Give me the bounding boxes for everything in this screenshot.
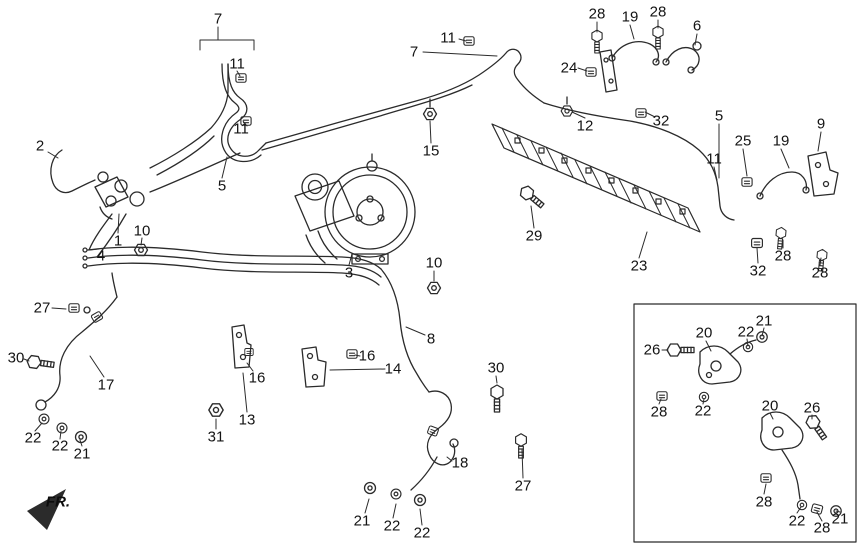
proportioning-valve	[94, 171, 149, 257]
leader-lines	[23, 19, 841, 526]
brake-hose-front	[25, 272, 118, 444]
brake-booster-assembly	[294, 153, 416, 265]
fr-direction-label: FR.	[45, 493, 71, 511]
rear-axle-beam	[491, 123, 701, 233]
fr-arrow-icon	[27, 489, 66, 530]
brake-hose-rear	[363, 384, 527, 507]
inset-box	[633, 303, 857, 543]
brake-pipes	[50, 48, 735, 393]
fasteners	[208, 25, 839, 417]
